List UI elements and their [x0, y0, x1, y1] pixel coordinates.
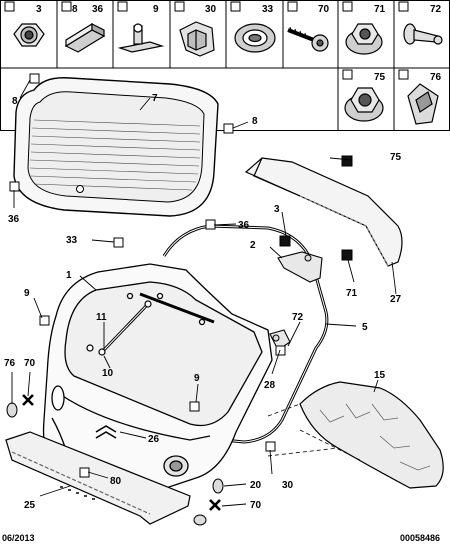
callout-15: 15 [374, 370, 386, 381]
legend-num-9: 9 [153, 4, 159, 15]
callout-11: 11 [96, 312, 107, 323]
trim-cover-outline [267, 403, 361, 461]
footer-reference: 00058486 [400, 533, 440, 543]
callout-7: 7 [152, 93, 158, 104]
callout-8-right: 8 [252, 116, 258, 127]
screw-icon [287, 26, 329, 52]
tailgate-panel [42, 263, 273, 491]
callout-20: 20 [250, 480, 262, 491]
black-markers [279, 155, 353, 261]
rear-window-glass [13, 77, 219, 217]
legend-num-75: 75 [374, 72, 386, 83]
callout-9-center: 9 [194, 373, 200, 384]
callout-70-left: 70 [24, 358, 36, 369]
callout-25: 25 [24, 500, 36, 511]
legend-num-36: 36 [92, 4, 104, 15]
callout-27: 27 [390, 294, 402, 305]
gas-strut [86, 300, 152, 356]
callout-9-left: 9 [24, 288, 30, 299]
retainer-clip-icon [407, 83, 439, 125]
trim-cover [299, 381, 444, 489]
callout-26: 26 [148, 434, 160, 445]
callout-10: 10 [102, 368, 114, 379]
flange-nut-large-icon [344, 87, 384, 122]
clip-bracket-icon [117, 23, 165, 53]
legend-num-70: 70 [318, 4, 330, 15]
callout-1: 1 [66, 270, 72, 281]
callout-72: 72 [292, 312, 304, 323]
legend-num-30: 30 [205, 4, 217, 15]
callout-30: 30 [282, 480, 294, 491]
legend-num-8: 8 [72, 4, 78, 15]
legend-num-71: 71 [374, 4, 386, 15]
callout-2: 2 [250, 240, 256, 251]
callout-28: 28 [264, 380, 276, 391]
callout-5: 5 [362, 322, 368, 333]
hex-nut-icon [13, 23, 45, 47]
footer-date: 06/2013 [2, 533, 35, 543]
legend-num-72: 72 [430, 4, 442, 15]
spoiler [244, 157, 403, 267]
callout-80: 80 [110, 476, 122, 487]
callout-36-left: 36 [8, 214, 20, 225]
plastic-clip-icon [179, 21, 215, 57]
block-pad-icon [64, 22, 106, 53]
callout-36-right: 36 [238, 220, 250, 231]
grommet-icon [234, 23, 276, 53]
push-pin-icon [403, 23, 443, 45]
callout-75: 75 [390, 152, 402, 163]
callout-70-right: 70 [250, 500, 262, 511]
cross-markers [22, 394, 221, 511]
callout-71: 71 [346, 288, 358, 299]
callout-76: 76 [4, 358, 16, 369]
lower-trim-strip [5, 431, 191, 525]
legend-number-boxes [4, 1, 409, 80]
flange-nut-icon [345, 23, 383, 55]
legend-num-33: 33 [262, 4, 274, 15]
legend-num-3: 3 [36, 4, 42, 15]
legend-num-76: 76 [430, 72, 442, 83]
callout-33: 33 [66, 235, 78, 246]
small-fasteners [6, 254, 312, 526]
tailgate-seal [162, 224, 329, 444]
leader-lines [11, 79, 397, 507]
callout-3: 3 [274, 204, 280, 215]
callout-8-top: 8 [12, 96, 18, 107]
